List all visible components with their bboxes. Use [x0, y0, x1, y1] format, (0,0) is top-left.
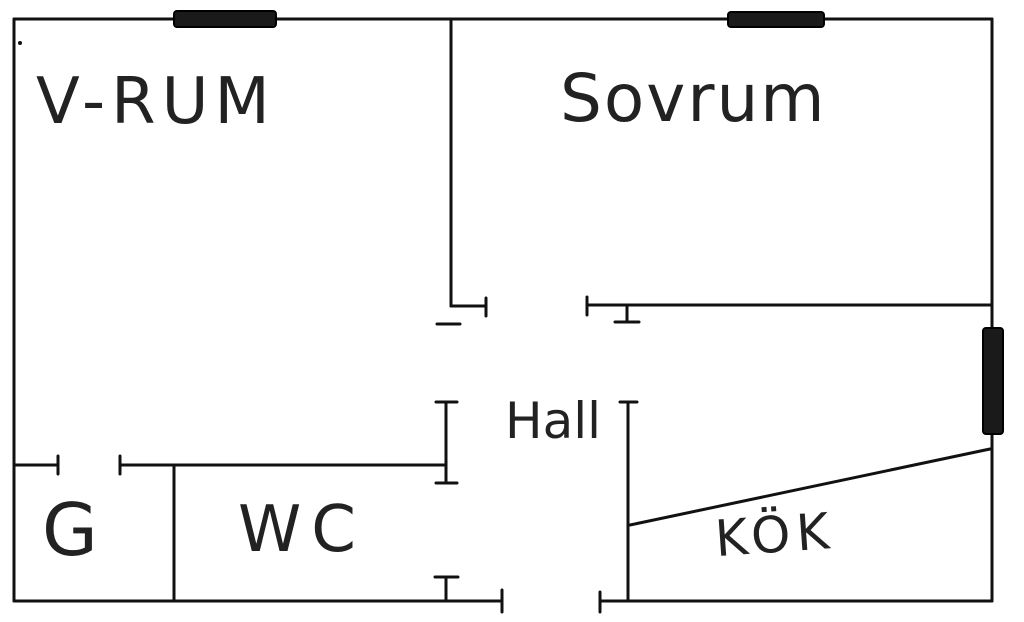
window-bedroom — [727, 11, 825, 28]
window-living-room — [173, 10, 277, 28]
room-label-toilet: WC — [238, 493, 366, 567]
room-label-hall: Hall — [505, 392, 602, 450]
room-label-bedroom: Sovrum — [560, 60, 827, 137]
room-label-kitchen: KÖK — [713, 501, 838, 569]
window-kitchen — [982, 327, 1004, 435]
kitchen-counter-line — [628, 447, 992, 527]
room-label-closet: G — [42, 488, 98, 572]
room-label-living-room: V-RUM — [36, 65, 276, 139]
pen-dot — [18, 41, 22, 45]
